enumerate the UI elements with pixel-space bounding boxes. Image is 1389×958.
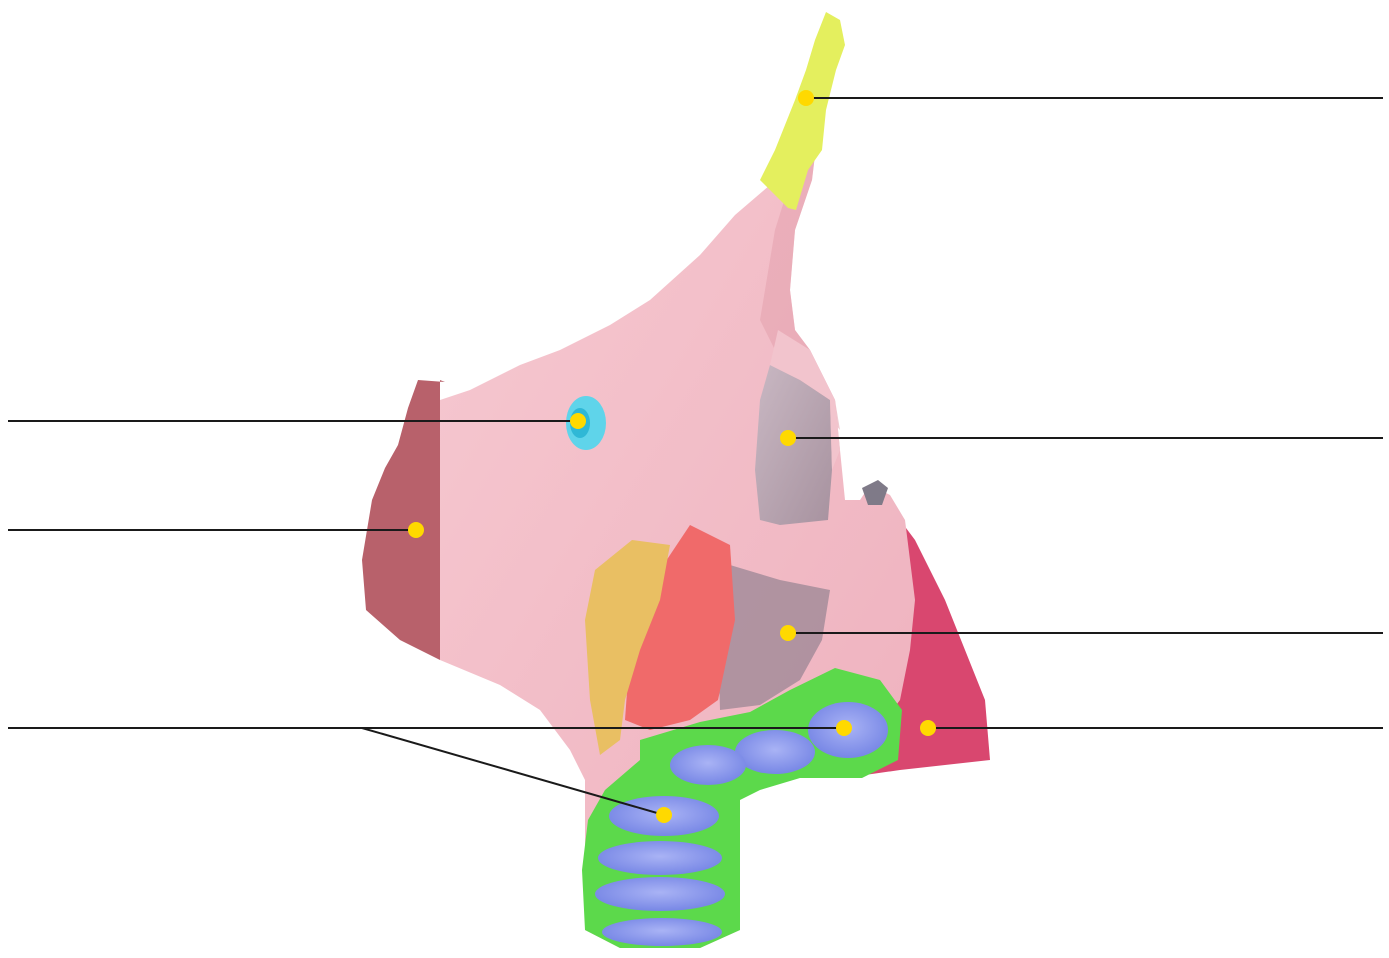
tooth-incisor-1 bbox=[595, 877, 725, 911]
crest-region bbox=[760, 12, 845, 210]
marker-teeth-incisor[interactable] bbox=[656, 807, 672, 823]
marker-margin[interactable] bbox=[408, 522, 424, 538]
marker-crest[interactable] bbox=[798, 90, 814, 106]
tooth-molar-2 bbox=[735, 730, 815, 774]
tooth-molar-3 bbox=[670, 745, 746, 785]
marker-teeth-molar[interactable] bbox=[836, 720, 852, 736]
marker-sinus-opening[interactable] bbox=[780, 430, 796, 446]
tooth-incisor-2 bbox=[602, 918, 722, 946]
marker-cavity-panel[interactable] bbox=[780, 625, 796, 641]
marker-foramen[interactable] bbox=[570, 413, 586, 429]
marker-wedge[interactable] bbox=[920, 720, 936, 736]
tooth-premolar-2 bbox=[598, 841, 722, 875]
